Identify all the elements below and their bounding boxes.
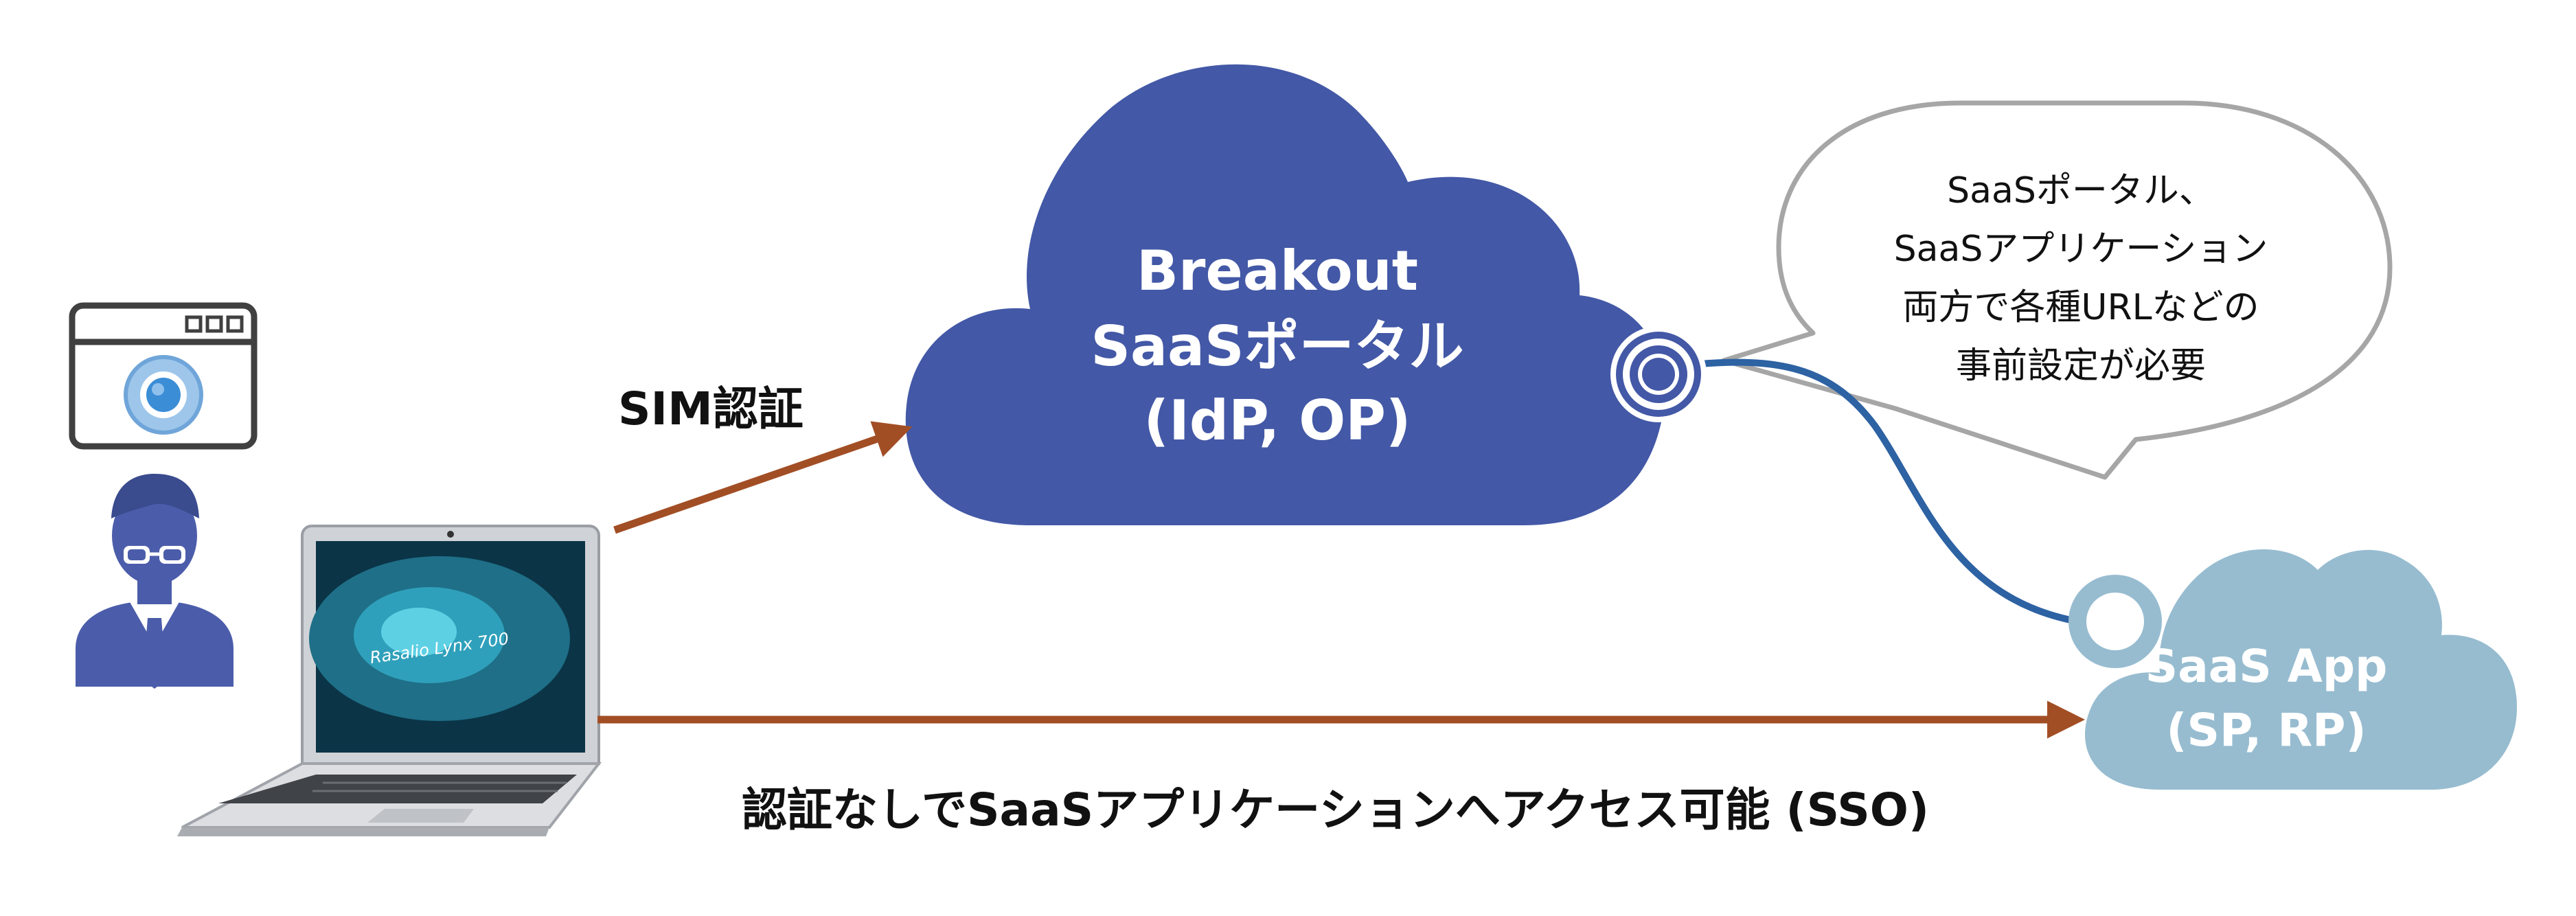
federation-link-line [1699, 358, 2078, 625]
bubble-line-2: SaaSアプリケーション [1894, 229, 2268, 270]
browser-logo-icon [124, 355, 203, 435]
speech-bubble-text: SaaSポータル、 SaaSアプリケーション 両方で各種URLなどの 事前設定が… [1894, 170, 2268, 387]
app-cloud-title: SaaS App [2145, 640, 2388, 693]
portal-cloud: Breakout SaaSポータル (IdP, OP) [905, 64, 1665, 525]
bubble-line-3: 両方で各種URLなどの [1902, 287, 2259, 328]
user-with-glasses-icon [76, 474, 233, 689]
browser-window-icon [69, 302, 258, 450]
sim-auth-arrow [613, 421, 913, 534]
app-connector-icon [2068, 575, 2162, 668]
speech-bubble [1721, 100, 2393, 480]
bubble-line-1: SaaSポータル、 [1947, 170, 2215, 211]
portal-cloud-title: Breakout [1137, 239, 1418, 303]
sim-auth-label: SIM認証 [618, 382, 803, 435]
laptop-icon: Rasalio Lynx 700 [177, 525, 602, 836]
portal-cloud-subtitle: SaaSポータル [1091, 314, 1463, 378]
sso-label: 認証なしでSaaSアプリケーションへアクセス可能 (SSO) [742, 783, 1929, 836]
portal-connector-icon [1610, 326, 1707, 422]
portal-cloud-role: (IdP, OP) [1144, 389, 1411, 453]
app-cloud: SaaS App (SP, RP) [2084, 549, 2517, 790]
bubble-line-4: 事前設定が必要 [1956, 345, 2206, 387]
app-cloud-role: (SP, RP) [2166, 704, 2366, 757]
